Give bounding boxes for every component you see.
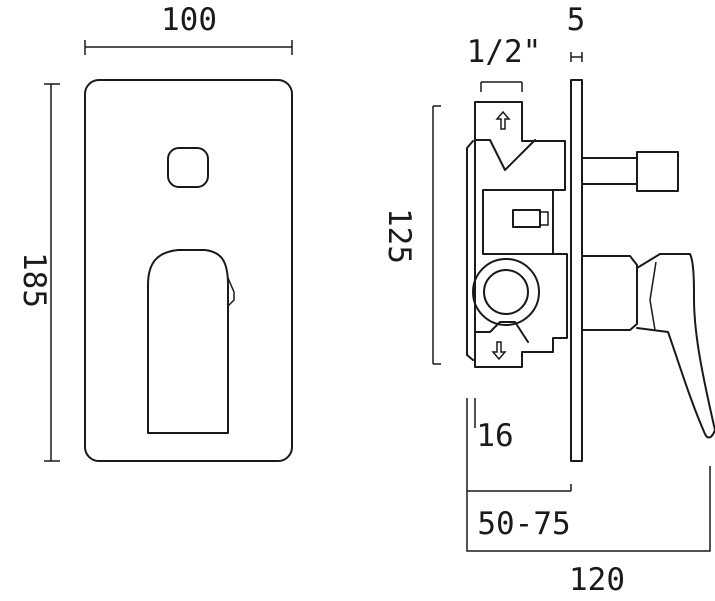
- dim-pipe-thread-label: 1/2": [467, 34, 542, 70]
- lever-handle-side-edge: [649, 261, 657, 331]
- dim-body-height-label: 125: [381, 208, 417, 264]
- flow-arrow-down-icon: [491, 341, 507, 361]
- dim-front-height-label: 185: [16, 252, 52, 308]
- diverter-stub-end: [539, 211, 549, 226]
- dim-plate-thickness-label: 5: [567, 2, 586, 38]
- outlet-port-outer: [472, 258, 540, 326]
- flow-arrow-up-icon: [495, 110, 511, 130]
- diverter-button: [167, 147, 209, 188]
- lever-handle-side: [636, 253, 715, 439]
- dim-body-offset: 16: [466, 398, 514, 491]
- valve-body-lip: [466, 140, 474, 361]
- lever-neck: [581, 255, 638, 331]
- diverter-knob-side: [636, 151, 679, 192]
- dim-pipe-thread: 1/2": [467, 34, 542, 92]
- wall-plate-side: [570, 79, 583, 462]
- cover-plate: [84, 79, 293, 462]
- dim-wall-depth-label: 50-75: [477, 506, 570, 542]
- side-view: [466, 79, 715, 462]
- dim-body-offset-label: 16: [476, 418, 513, 454]
- dim-wall-depth: 50-75: [467, 484, 572, 542]
- dim-front-width-label: 100: [161, 2, 217, 38]
- inlet-chamfer-top: [474, 139, 536, 171]
- outlet-port-inner: [483, 269, 529, 315]
- dim-overall-depth-label: 120: [569, 562, 625, 598]
- dim-plate-thickness: 5: [567, 2, 586, 62]
- lever-handle-front: [147, 249, 229, 434]
- dim-front-width: 100: [84, 2, 293, 55]
- cartridge-block: [482, 189, 554, 255]
- valve-body-outline: [474, 101, 568, 368]
- dim-overall-depth: 120: [466, 466, 711, 598]
- dim-body-height: 125: [381, 105, 441, 365]
- front-view: [84, 79, 293, 462]
- diverter-stub: [512, 209, 541, 228]
- diverter-rod: [581, 157, 638, 185]
- lever-handle-front-side: [227, 277, 235, 307]
- dim-front-height: 185: [16, 83, 60, 462]
- inlet-chamfer-bottom: [474, 321, 529, 343]
